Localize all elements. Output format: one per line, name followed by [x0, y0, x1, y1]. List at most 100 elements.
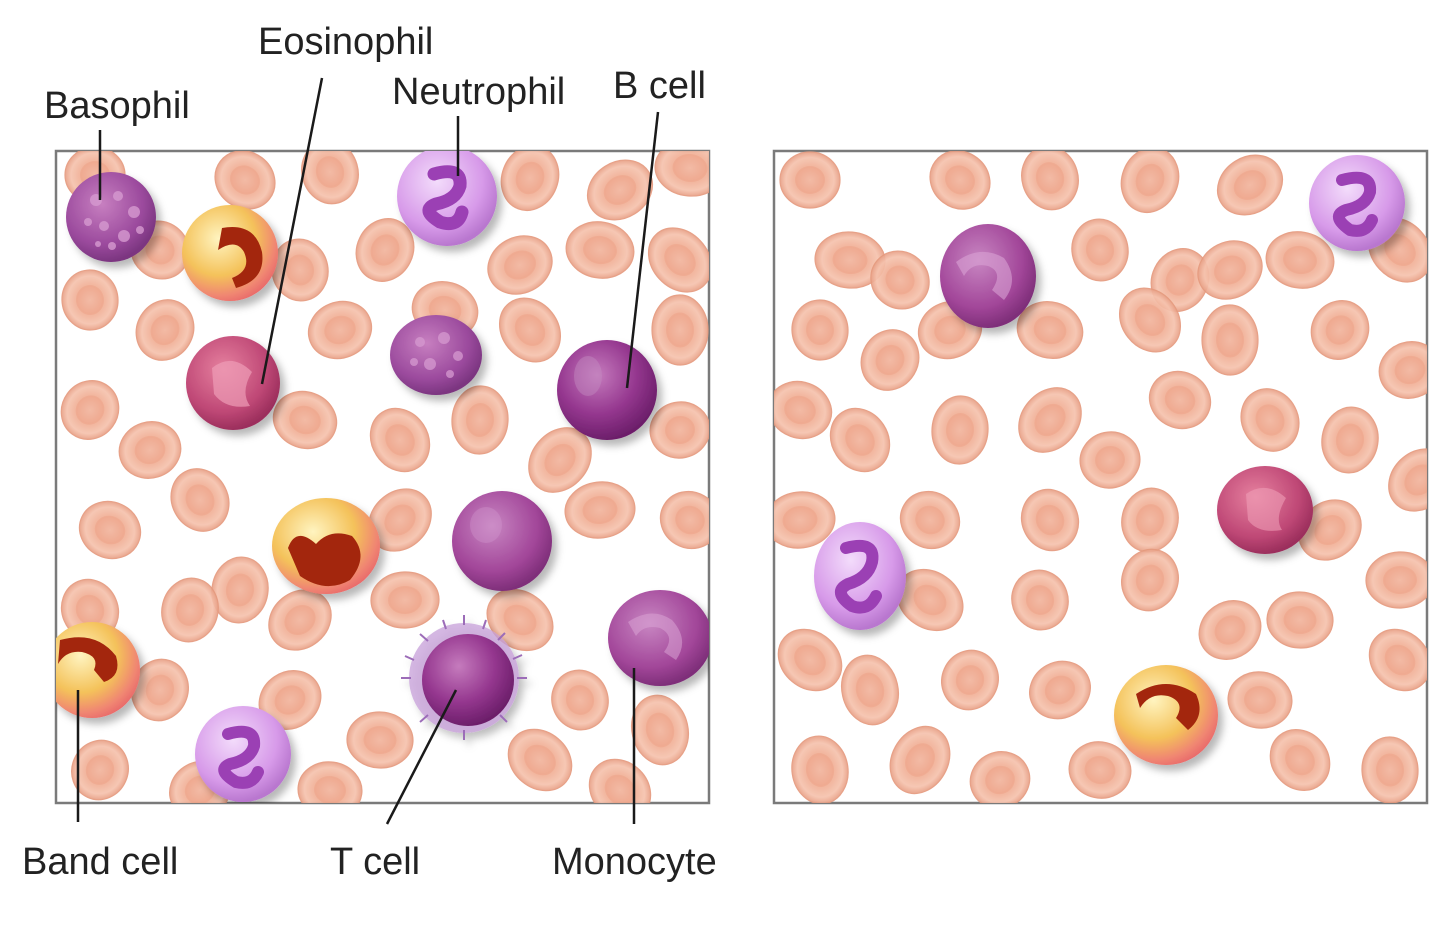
left-red-blood-cell	[214, 151, 276, 210]
right-red-blood-cell	[1011, 569, 1069, 631]
right-red-blood-cell	[1216, 154, 1284, 216]
right-neutrophil-top	[1309, 155, 1405, 251]
left-red-blood-cell	[451, 385, 509, 455]
right-eosinophil	[1217, 466, 1313, 554]
left-red-blood-cell	[647, 227, 709, 293]
right-red-blood-cell	[1298, 499, 1362, 561]
right-red-blood-cell	[896, 568, 964, 632]
right-red-blood-cell	[791, 299, 849, 361]
left-red-blood-cell	[170, 468, 230, 532]
band-cell-top	[182, 205, 278, 301]
right-red-blood-cell	[1378, 341, 1427, 399]
right-red-blood-cell	[1201, 304, 1259, 376]
label-t-cell: T cell	[330, 841, 420, 883]
label-band-cell: Band cell	[22, 841, 178, 883]
right-red-blood-cell	[1121, 548, 1179, 612]
right-red-blood-cell	[1120, 151, 1180, 214]
left-red-blood-cell	[528, 427, 592, 493]
left-red-blood-cell	[487, 235, 553, 295]
right-neutrophil-bottom	[814, 522, 906, 630]
right-red-blood-cell	[1266, 591, 1334, 649]
right-red-blood-cell	[841, 654, 899, 726]
left-red-blood-cell	[61, 269, 119, 331]
label-monocyte: Monocyte	[552, 841, 717, 883]
left-red-blood-cell	[654, 151, 709, 197]
right-red-blood-cell	[1240, 388, 1300, 452]
right-red-blood-cell	[779, 151, 841, 209]
right-red-blood-cell	[774, 380, 833, 440]
right-red-blood-cell	[1388, 448, 1427, 512]
right-red-blood-cell	[870, 250, 930, 310]
label-neutrophil: Neutrophil	[392, 71, 565, 113]
left-red-blood-cell	[297, 761, 363, 803]
left-red-blood-cell	[369, 407, 431, 473]
right-red-blood-cell	[1118, 287, 1182, 353]
eosinophil-cell	[186, 336, 280, 430]
right-red-blood-cell	[1020, 488, 1080, 552]
right-red-blood-cell	[1368, 628, 1427, 692]
left-red-blood-cell	[272, 390, 338, 450]
right-red-cells	[774, 151, 1427, 803]
lymphocyte-cell	[452, 491, 552, 591]
right-red-blood-cell	[969, 751, 1031, 803]
label-basophil: Basophil	[44, 85, 190, 127]
left-red-blood-cell	[346, 711, 414, 769]
monocyte-cell	[608, 590, 709, 686]
right-red-blood-cell	[1071, 218, 1129, 282]
b-cell	[557, 340, 657, 440]
right-red-blood-cell	[1068, 741, 1132, 799]
left-red-blood-cell	[498, 297, 562, 363]
right-red-blood-cell	[1148, 370, 1212, 430]
right-band-cell	[1114, 665, 1218, 765]
right-red-blood-cell	[1365, 551, 1427, 609]
left-red-blood-cell	[71, 739, 129, 801]
left-red-blood-cell	[631, 694, 689, 766]
neutrophil-cell-bottom	[195, 706, 291, 802]
basophil-cell	[66, 172, 156, 262]
right-red-blood-cell	[777, 628, 843, 692]
band-cell-bottom	[56, 622, 140, 718]
left-red-blood-cell	[551, 669, 609, 731]
label-b-cell: B cell	[613, 65, 706, 107]
right-red-blood-cell	[1198, 600, 1262, 660]
left-red-blood-cell	[307, 300, 373, 360]
left-red-blood-cell	[135, 299, 195, 361]
right-red-blood-cell	[1310, 300, 1370, 360]
right-red-blood-cell	[889, 725, 951, 795]
right-red-blood-cell	[814, 231, 886, 289]
right-red-blood-cell	[1227, 671, 1293, 729]
right-red-blood-cell	[1197, 240, 1263, 300]
right-red-blood-cell	[1021, 151, 1079, 211]
right-red-blood-cell	[860, 329, 920, 391]
right-red-blood-cell	[1361, 736, 1419, 803]
right-red-blood-cell	[1121, 487, 1179, 553]
left-red-blood-cell	[118, 421, 182, 479]
right-red-blood-cell	[1029, 660, 1091, 720]
right-red-blood-cell	[774, 491, 836, 549]
left-red-cells	[60, 151, 709, 803]
right-red-blood-cell	[1018, 387, 1082, 453]
left-red-blood-cell	[564, 481, 636, 539]
left-red-blood-cell	[659, 490, 709, 550]
left-red-blood-cell	[268, 589, 332, 651]
right-red-blood-cell	[1321, 406, 1379, 474]
right-red-blood-cell	[931, 395, 989, 465]
band-cell-middle	[272, 498, 380, 594]
right-red-blood-cell	[929, 151, 991, 210]
left-red-blood-cell	[271, 238, 329, 302]
left-red-blood-cell	[78, 500, 142, 560]
neutrophil-cell-top	[397, 151, 497, 246]
right-red-blood-cell	[829, 407, 891, 473]
left-red-blood-cell	[370, 571, 440, 629]
basophil-cell-middle	[390, 315, 482, 395]
left-red-blood-cell	[565, 221, 635, 279]
left-red-blood-cell	[649, 401, 709, 459]
label-eosinophil: Eosinophil	[258, 21, 433, 63]
left-red-blood-cell	[131, 658, 189, 722]
left-red-blood-cell	[588, 758, 652, 803]
left-red-blood-cell	[507, 728, 573, 792]
left-red-blood-cell	[368, 488, 432, 552]
right-red-blood-cell	[899, 490, 961, 550]
left-red-blood-cell	[60, 380, 120, 440]
